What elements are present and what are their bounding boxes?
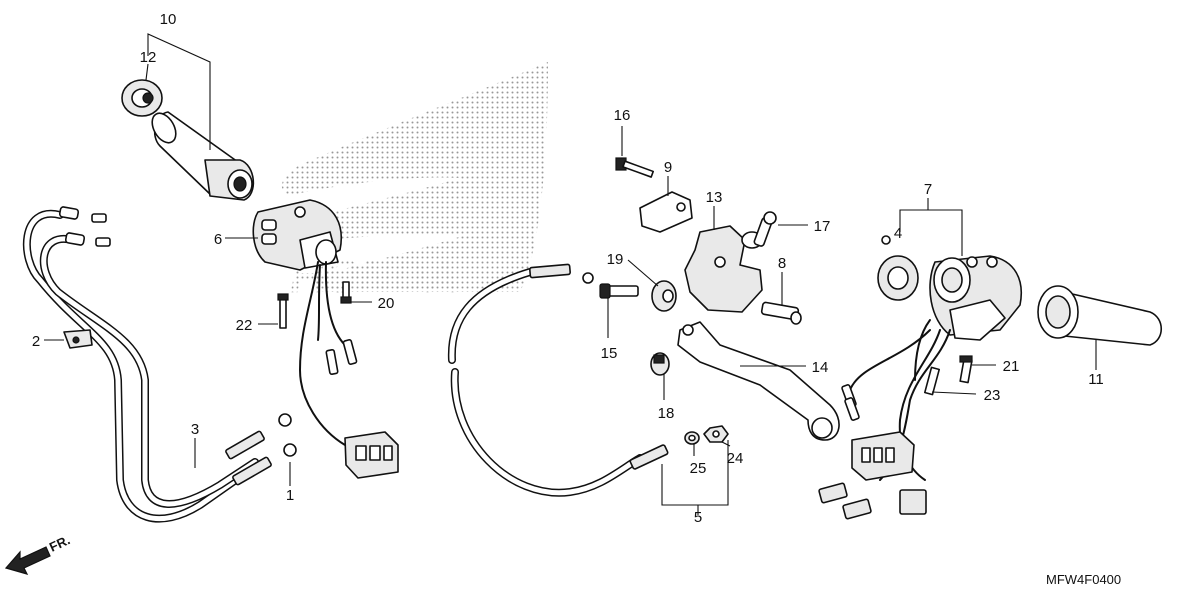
callout-24: 24 bbox=[727, 450, 744, 467]
clutch-lever-part bbox=[677, 321, 840, 441]
right-switch-connector-part bbox=[851, 431, 915, 481]
callout-1: 1 bbox=[286, 487, 294, 504]
callout-5: 5 bbox=[694, 509, 702, 526]
callout-2: 2 bbox=[32, 333, 40, 350]
callout-14: 14 bbox=[812, 359, 829, 376]
callout-20: 20 bbox=[378, 295, 395, 312]
callout-6: 6 bbox=[214, 231, 222, 248]
washer-25-part bbox=[684, 431, 700, 445]
arrow-icon bbox=[4, 546, 51, 575]
callout-10: 10 bbox=[160, 11, 177, 28]
adjuster-19-part bbox=[651, 280, 677, 312]
callout-labels: 10 12 6 22 20 2 3 1 16 9 13 17 8 19 15 1… bbox=[32, 11, 1104, 526]
callout-13: 13 bbox=[706, 189, 723, 206]
honda-wing-watermark: HONDA bbox=[281, 62, 548, 302]
screw-22-part bbox=[277, 293, 289, 329]
bolt-4-part bbox=[881, 235, 891, 245]
callout-22: 22 bbox=[236, 317, 253, 334]
callout-3: 3 bbox=[191, 421, 199, 438]
throttle-collar-part bbox=[121, 79, 163, 117]
callout-18: 18 bbox=[658, 405, 675, 422]
throttle-grip-assembly bbox=[121, 79, 399, 479]
diagram-code: MFW4F0400 bbox=[1046, 572, 1121, 587]
callout-17: 17 bbox=[814, 218, 831, 235]
right-switch-terminals-part bbox=[818, 384, 927, 520]
left-handlebar-switch-part bbox=[252, 199, 342, 271]
callout-21: 21 bbox=[1003, 358, 1020, 375]
nut-24-part bbox=[703, 425, 729, 443]
screw-20-part bbox=[340, 281, 352, 304]
callout-19: 19 bbox=[607, 251, 624, 268]
callout-8: 8 bbox=[778, 255, 786, 272]
throttle-cables bbox=[22, 206, 297, 523]
screw-21-part bbox=[959, 355, 973, 384]
pin-8-part bbox=[760, 301, 802, 325]
callout-23: 23 bbox=[984, 387, 1001, 404]
right-collar-part bbox=[877, 255, 919, 301]
screw-23-part bbox=[923, 366, 941, 396]
left-switch-connector-part bbox=[344, 431, 399, 479]
screw-17-part bbox=[753, 211, 777, 247]
left-switch-terminals-part bbox=[325, 339, 358, 375]
screw-15-part bbox=[599, 283, 639, 299]
callout-11: 11 bbox=[1088, 371, 1104, 388]
callout-16: 16 bbox=[614, 107, 631, 124]
callout-12: 12 bbox=[140, 49, 157, 66]
callout-15: 15 bbox=[601, 345, 618, 362]
lever-holder-part bbox=[639, 191, 693, 233]
lever-bracket-part bbox=[684, 225, 763, 313]
front-direction-indicator: FR. bbox=[4, 532, 72, 575]
callout-4: 4 bbox=[894, 225, 902, 242]
leader-lines bbox=[44, 33, 1097, 515]
front-direction-label: FR. bbox=[47, 532, 72, 554]
bolt-16-part bbox=[615, 157, 655, 178]
callout-9: 9 bbox=[664, 159, 672, 176]
throttle-grip-part bbox=[151, 111, 255, 201]
nut-18-part bbox=[650, 352, 670, 376]
callout-25: 25 bbox=[690, 460, 707, 477]
clutch-cable-part bbox=[447, 263, 669, 497]
cable-clamp-part bbox=[63, 329, 93, 349]
callout-7: 7 bbox=[924, 181, 932, 198]
right-grip-part bbox=[1037, 285, 1163, 346]
right-handlebar-switch-part bbox=[929, 255, 1022, 341]
